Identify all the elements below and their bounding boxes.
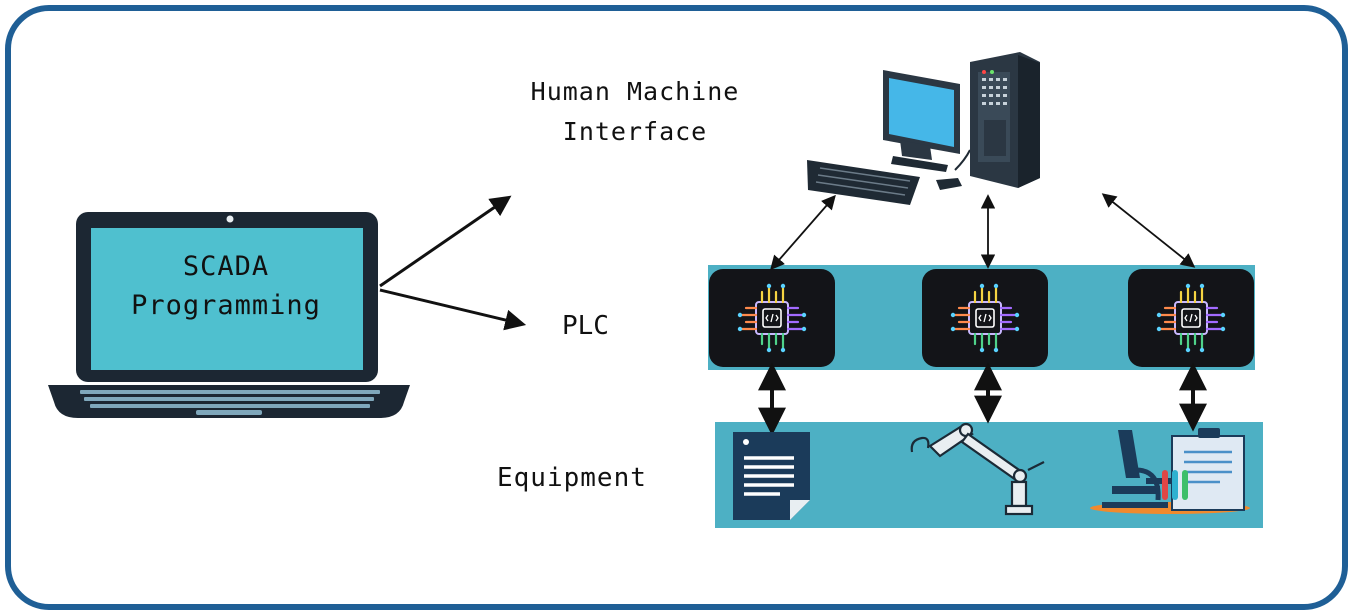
hmi-label-line2: Interface (562, 117, 708, 146)
microchip-icon (949, 282, 1021, 354)
microscope-lab-icon (1090, 428, 1250, 514)
diagram-graphics (48, 52, 1250, 520)
arrow-hmi-plc-3 (1101, 193, 1196, 268)
microchip-icon (1155, 282, 1227, 354)
robotic-arm-icon (910, 422, 1045, 516)
equipment-label: Equipment (497, 463, 647, 493)
desktop-computer-icon (807, 52, 1040, 205)
hmi-label-line1: Human Machine (530, 77, 740, 106)
hmi-label: Human Machine Interface (470, 72, 800, 152)
document-icon (733, 432, 810, 520)
plc-label: PLC (562, 311, 609, 341)
arrow-to-hmi (379, 195, 512, 288)
microchip-icon (736, 282, 808, 354)
laptop-icon (48, 212, 410, 418)
arrow-to-plc (379, 288, 527, 331)
laptop-label-line1: SCADA (182, 251, 270, 282)
laptop-screen-label: SCADA Programming (92, 247, 360, 325)
laptop-label-line2: Programming (131, 290, 321, 321)
arrow-hmi-plc-1 (770, 194, 836, 271)
